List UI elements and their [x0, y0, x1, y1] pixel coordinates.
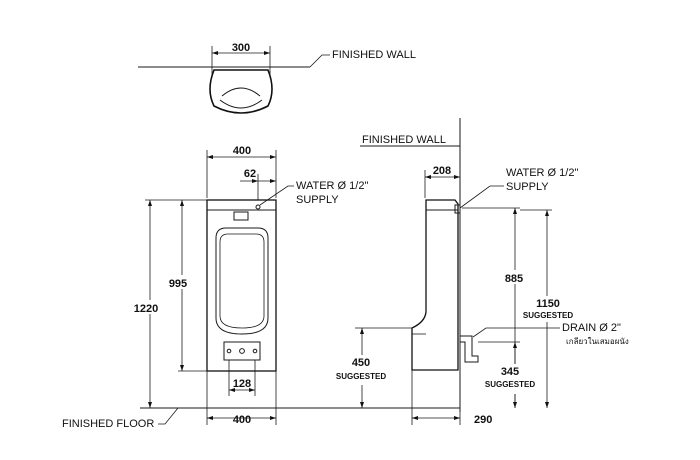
label-bg	[502, 270, 528, 284]
arrow	[545, 210, 549, 216]
dim-front-width-bottom: 400	[233, 414, 251, 426]
urinal-front-bowl-inner	[219, 233, 265, 329]
finished-wall-leader-top	[309, 54, 330, 68]
label-bg	[518, 296, 578, 322]
urinal-top-outline	[209, 69, 273, 114]
arrow	[513, 342, 517, 348]
bolt-hole-right	[252, 348, 258, 354]
drain-note: เกลียวในเสมอผนัง	[566, 337, 629, 346]
label-bg	[480, 364, 540, 394]
urinal-top-bowl-inner	[219, 99, 263, 109]
label-bg	[330, 355, 392, 385]
arrow	[360, 328, 364, 334]
dim-front-height: 995	[169, 278, 187, 290]
water-label-front-1: WATER Ø 1/2"	[296, 180, 368, 192]
side-view: FINISHED WALL 208 WATER Ø 1/2" SUPPLY DR…	[330, 118, 629, 426]
urinal-front-bowl	[215, 227, 269, 335]
urinal-front-body	[206, 199, 277, 372]
label-bg	[131, 300, 161, 314]
drain-cover	[223, 341, 261, 361]
suggested-label-345: SUGGESTED	[485, 380, 535, 389]
arrow	[148, 200, 152, 206]
front-view: 400 62 WATER Ø 1/2" SUPPLY 995	[62, 145, 460, 430]
drain-pipe	[460, 335, 479, 363]
finished-wall-label-side: FINISHED WALL	[362, 134, 446, 146]
arrow	[454, 416, 460, 420]
drain-center	[239, 348, 245, 354]
water-leader-front	[259, 185, 294, 206]
finished-wall-label-top: FINISHED WALL	[332, 49, 416, 61]
arrow	[229, 388, 235, 392]
dim-drain-height: 345	[501, 366, 519, 378]
arrow	[270, 179, 276, 183]
suggested-label-1150: SUGGESTED	[523, 311, 573, 320]
dim-front-width-top: 400	[233, 145, 251, 157]
top-view: FINISHED WALL 300	[138, 42, 416, 114]
bolt-hole-left	[226, 348, 232, 354]
dim-water-height: 885	[505, 273, 523, 285]
finished-floor-leader	[158, 407, 179, 425]
arrow	[252, 179, 258, 183]
arrow	[545, 402, 549, 408]
arrow	[360, 402, 364, 408]
water-leader-side	[459, 185, 504, 209]
dim-side-depth-bottom: 290	[474, 414, 492, 426]
arrow	[270, 416, 276, 420]
arrow	[249, 388, 255, 392]
arrow	[454, 175, 460, 179]
arrow	[270, 155, 276, 159]
water-label-side-1: WATER Ø 1/2"	[506, 167, 578, 179]
arrow	[180, 200, 184, 206]
water-inlet-point	[255, 204, 261, 210]
arrow	[207, 155, 213, 159]
arrow	[207, 416, 213, 420]
suggested-label-450: SUGGESTED	[336, 372, 386, 381]
dim-side-depth-top: 208	[433, 165, 451, 177]
urinal-top-bowl-arc	[221, 87, 261, 97]
drain-label: DRAIN Ø 2"	[562, 322, 621, 334]
urinal-side-body	[411, 199, 459, 371]
water-inlet-side	[454, 204, 461, 214]
drain-leader	[472, 327, 560, 338]
water-label-front-2: SUPPLY	[296, 194, 339, 206]
label-bg	[166, 275, 190, 289]
dim-water-offset: 62	[244, 168, 256, 180]
arrow	[425, 175, 431, 179]
arrow	[148, 402, 152, 408]
dim-button-spacing: 128	[233, 378, 251, 390]
finished-floor-label: FINISHED FLOOR	[62, 418, 154, 430]
water-label-side-2: SUPPLY	[506, 181, 549, 193]
dim-total-height-side: 1150	[536, 298, 560, 310]
flush-sensor	[233, 211, 249, 221]
dim-rim-height: 450	[352, 357, 370, 369]
dim-overall-height: 1220	[134, 303, 158, 315]
arrow	[180, 365, 184, 371]
dim-top-width: 300	[232, 42, 250, 54]
arrow	[412, 416, 418, 420]
arrow	[212, 51, 218, 55]
arrow	[264, 51, 270, 55]
arrow	[513, 208, 517, 214]
